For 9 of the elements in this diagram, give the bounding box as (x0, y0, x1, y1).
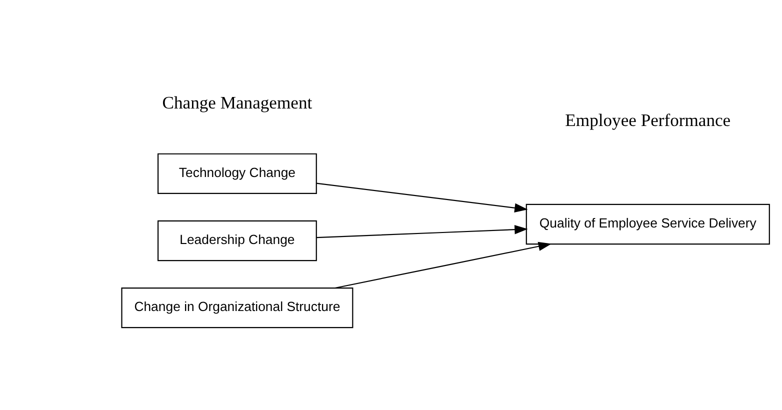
label: Change Management (162, 92, 312, 113)
node-box: Quality of Employee Service Delivery (526, 204, 770, 245)
arrow (335, 242, 552, 289)
node-box: Leadership Change (158, 220, 317, 262)
label: Employee Performance (565, 110, 731, 130)
node-box: Change in Organizational Structure (121, 287, 354, 328)
arrow (316, 224, 528, 238)
arrow (316, 182, 528, 212)
node-box: Technology Change (158, 153, 317, 194)
